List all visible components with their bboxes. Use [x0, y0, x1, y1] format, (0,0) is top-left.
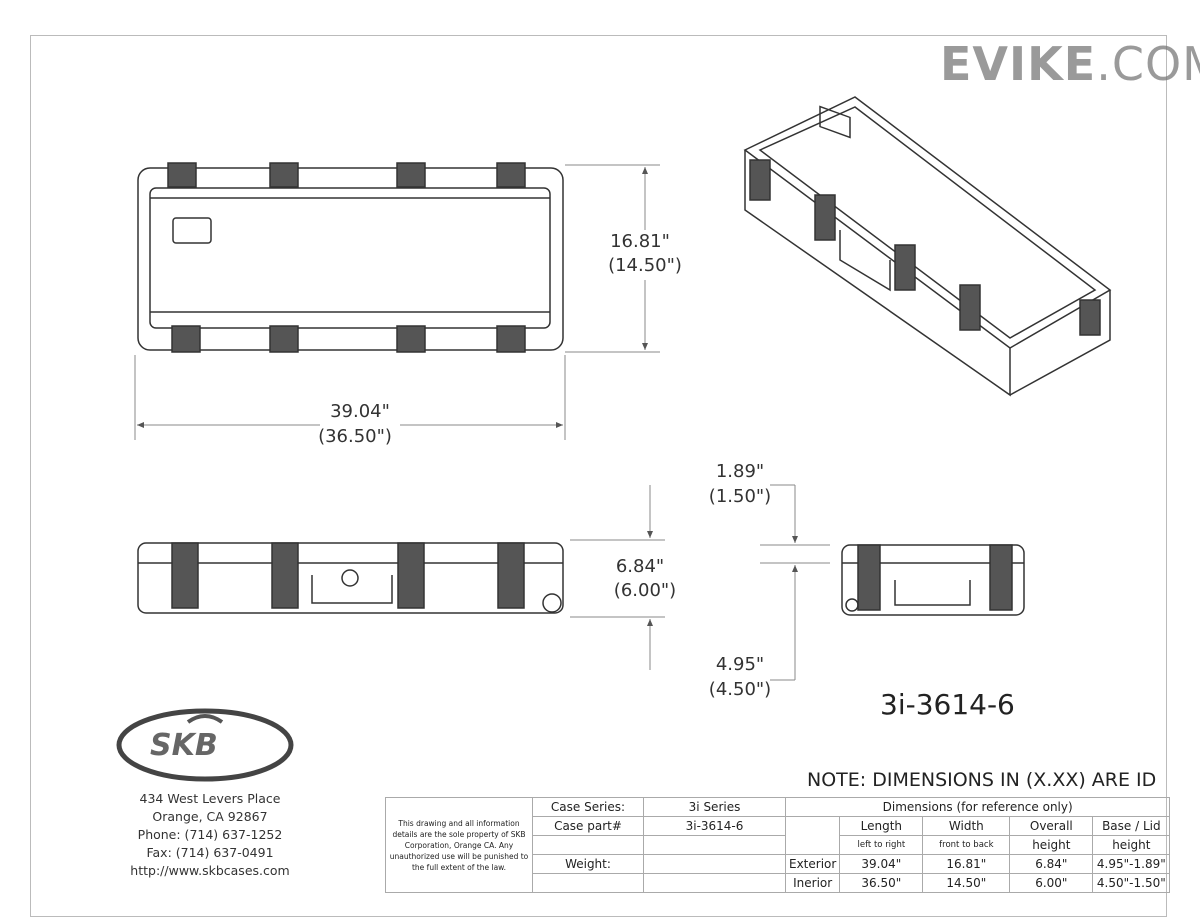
- length-id-dimension: (36.50"): [318, 426, 392, 447]
- empty-cell: [532, 835, 644, 855]
- col-width-sub: front to back: [922, 835, 1011, 855]
- length-dimension: 39.04": [330, 401, 390, 422]
- table-row: Inerior 36.50" 14.50" 6.00" 4.50"-1.50": [386, 873, 1171, 893]
- height-id-dimension: (6.00"): [613, 580, 677, 601]
- empty-cell: [784, 816, 841, 855]
- address-street: 434 West Levers Place: [139, 791, 281, 806]
- width-dimension: 16.81": [610, 231, 670, 252]
- case-part-label: Case part#: [532, 816, 644, 836]
- cell: 36.50": [839, 873, 924, 893]
- height-dimension: 6.84": [615, 556, 665, 577]
- cell: 6.00": [1009, 873, 1094, 893]
- col-length: Length: [839, 816, 924, 836]
- col-width: Width: [922, 816, 1011, 836]
- address-city: Orange, CA 92867: [152, 809, 268, 824]
- weight-label: Weight:: [532, 854, 644, 874]
- col-length-sub: left to right: [839, 835, 924, 855]
- lid-height-dimension: 1.89": [715, 461, 765, 482]
- part-number: 3i-3614-6: [880, 688, 1015, 721]
- lid-height-id-dimension: (1.50"): [708, 486, 772, 507]
- row-label: Exterior: [784, 854, 841, 874]
- watermark-suffix: .COM: [1096, 37, 1200, 91]
- front-view: [137, 542, 564, 614]
- disclaimer: This drawing and all information details…: [385, 797, 533, 893]
- cell: 16.81": [922, 854, 1011, 874]
- watermark-main: EVIKE: [940, 37, 1097, 91]
- logo-text: SKB: [150, 728, 218, 763]
- cell: 39.04": [839, 854, 924, 874]
- col-base-lid-sub: height: [1092, 835, 1171, 855]
- company-address: 434 West Levers Place Orange, CA 92867 P…: [120, 790, 300, 880]
- empty-cell: [643, 873, 786, 893]
- base-height-dimension: 4.95": [715, 654, 765, 675]
- isometric-view: [743, 96, 1112, 397]
- dimensions-header: Dimensions (for reference only): [784, 797, 1171, 817]
- base-height-id-dimension: (4.50"): [708, 679, 772, 700]
- watermark: EVIKE.COM: [940, 38, 1200, 90]
- top-view: [137, 162, 564, 353]
- row-label: Inerior: [784, 873, 841, 893]
- dimension-note: NOTE: DIMENSIONS IN (X.XX) ARE ID: [807, 769, 1157, 791]
- case-series-label: Case Series:: [532, 797, 644, 817]
- cell: 4.95"-1.89": [1092, 854, 1171, 874]
- address-fax: Fax: (714) 637-0491: [146, 845, 274, 860]
- address-website[interactable]: http://www.skbcases.com: [130, 863, 290, 878]
- col-base-lid: Base / Lid: [1092, 816, 1171, 836]
- title-block-table: This drawing and all information details…: [385, 797, 1171, 893]
- col-overall-sub: height: [1009, 835, 1094, 855]
- empty-cell: [532, 873, 644, 893]
- skb-logo: [116, 708, 294, 782]
- side-view: [841, 544, 1025, 616]
- case-part-value: 3i-3614-6: [643, 816, 786, 836]
- case-series-value: 3i Series: [643, 797, 786, 817]
- width-id-dimension: (14.50"): [608, 255, 682, 276]
- cell: 14.50": [922, 873, 1011, 893]
- empty-cell: [643, 835, 786, 855]
- col-overall: Overall: [1009, 816, 1094, 836]
- cell: 4.50"-1.50": [1092, 873, 1171, 893]
- address-phone: Phone: (714) 637-1252: [137, 827, 283, 842]
- cell: 6.84": [1009, 854, 1094, 874]
- weight-value: [643, 854, 786, 874]
